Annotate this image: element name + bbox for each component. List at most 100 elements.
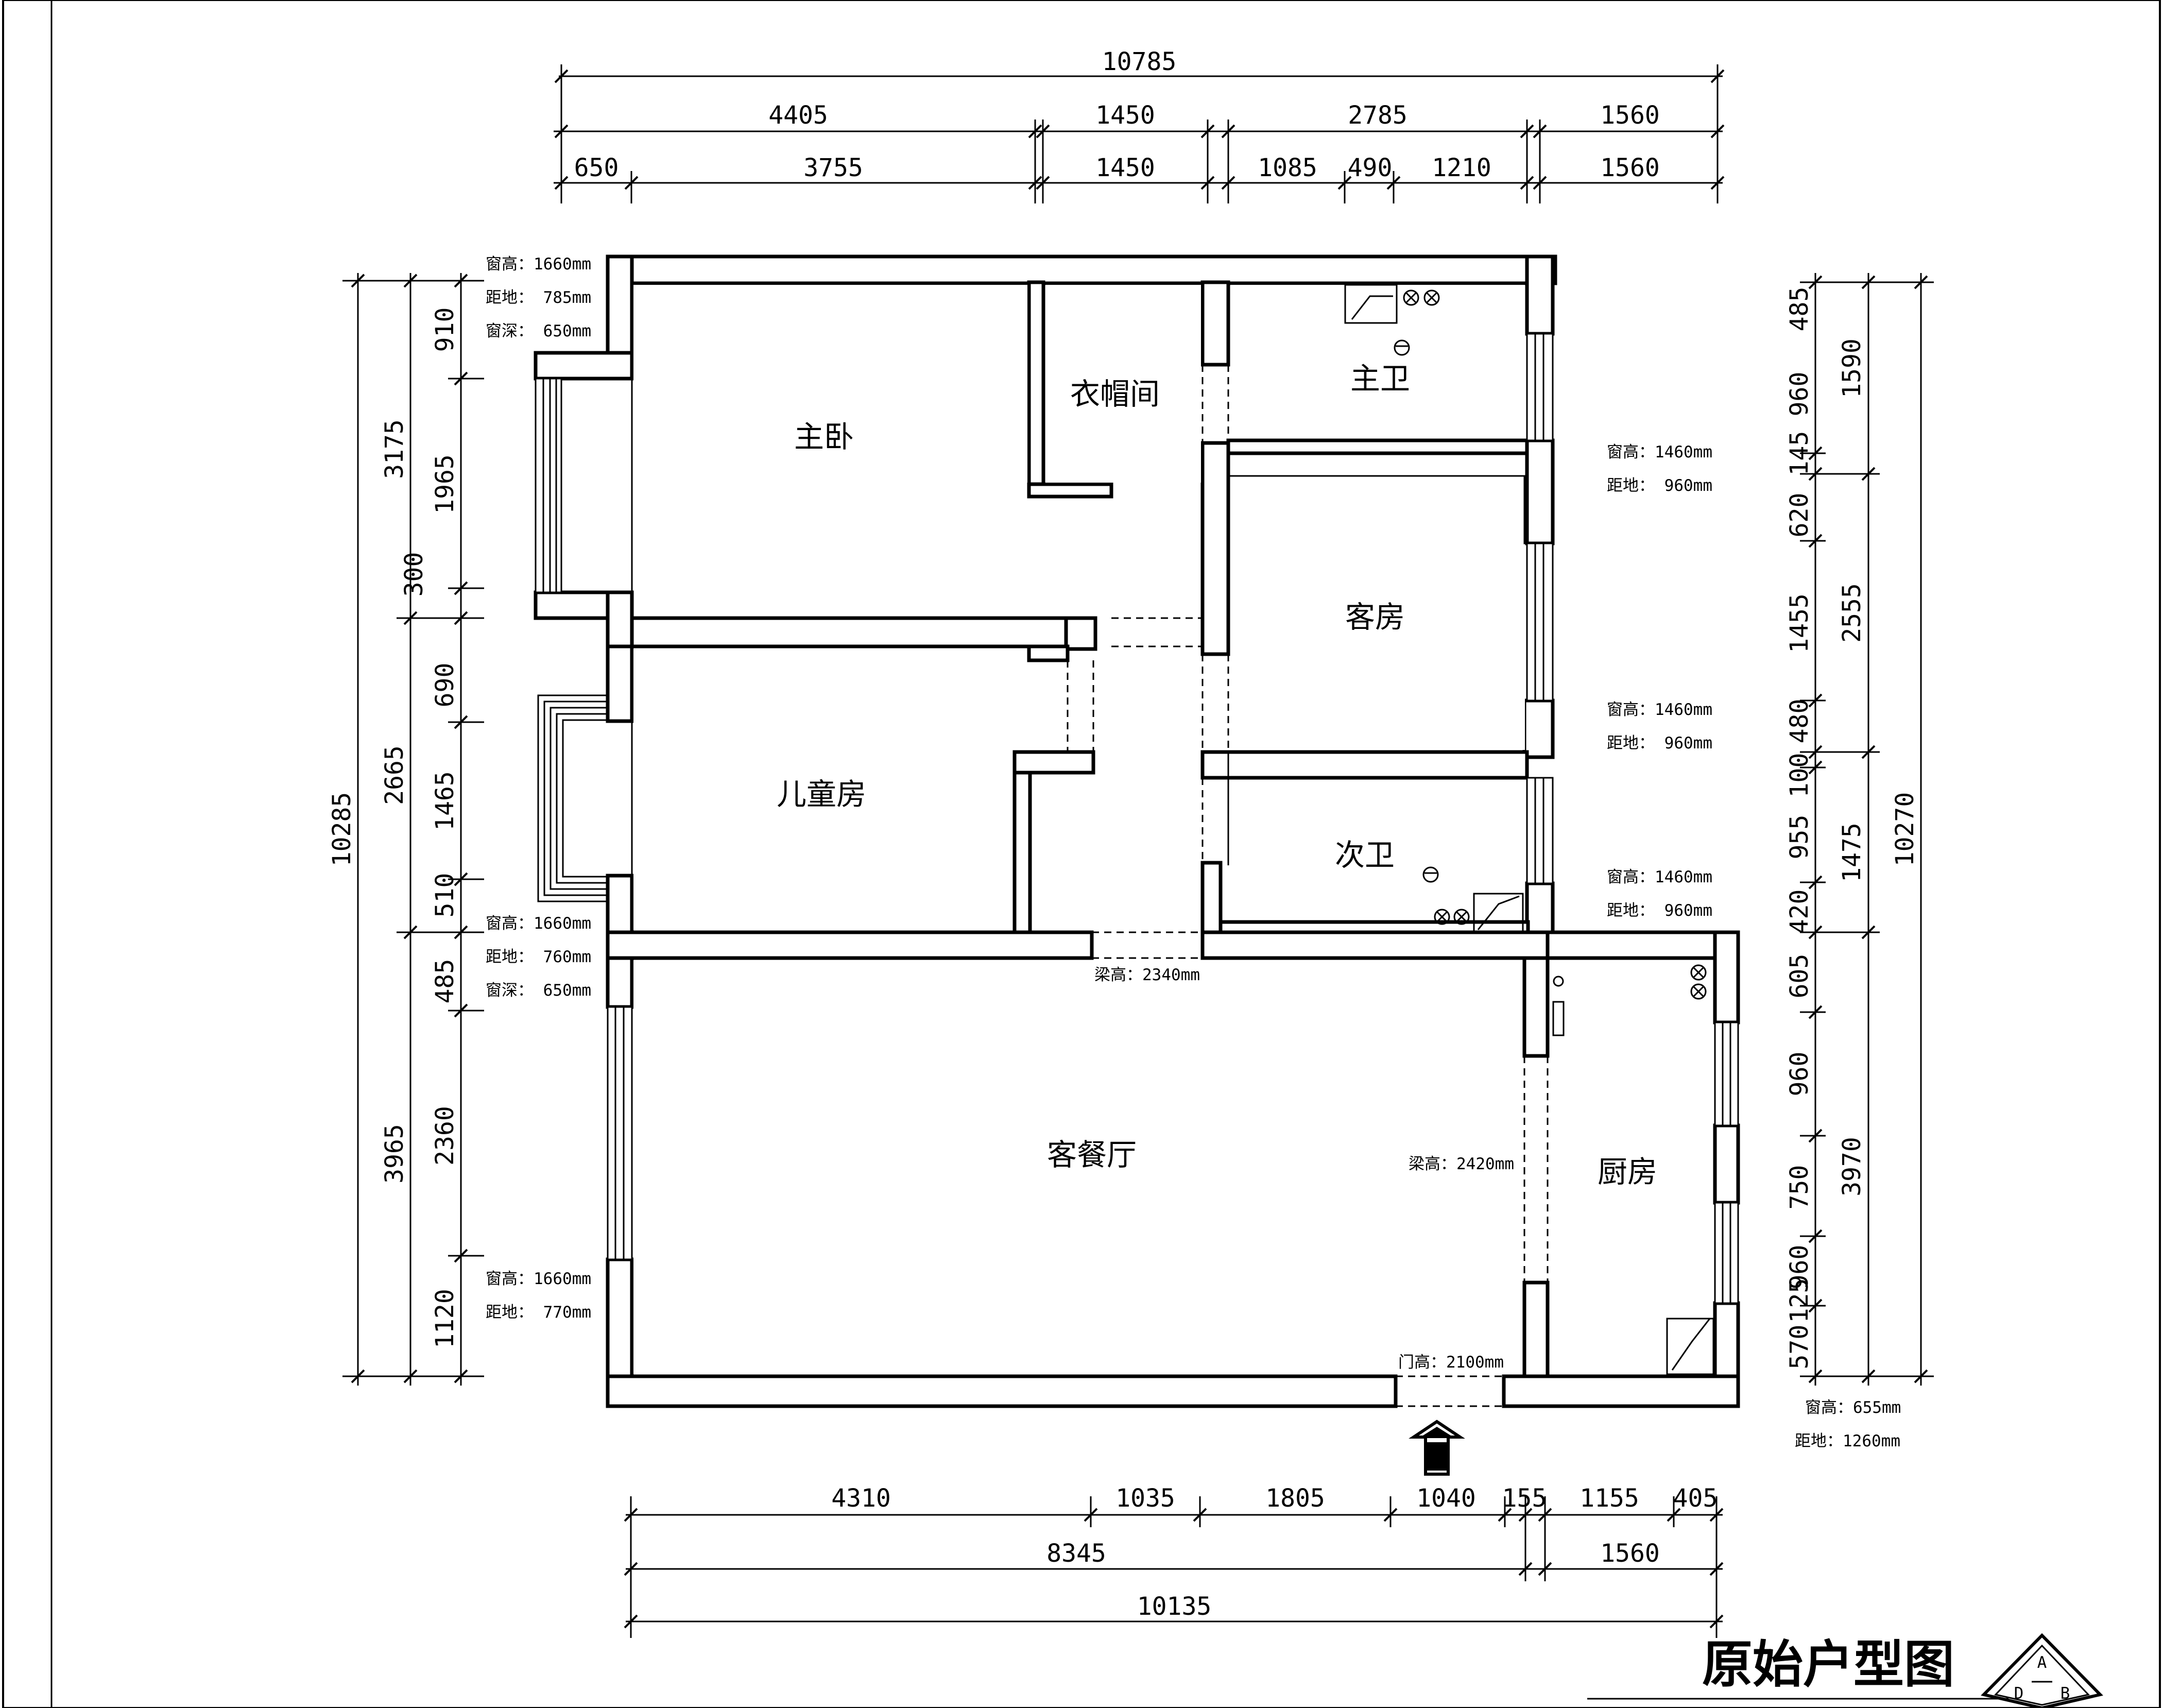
window-note-right-2: 窗高：1460mm 距地： 960mm	[1607, 701, 1712, 753]
drawing-title: 原始户型图	[1702, 1635, 1954, 1694]
dim-top-r2-4: 1560	[1600, 101, 1660, 130]
dim-bot-total: 10135	[1137, 1592, 1212, 1621]
dim-left-total: 10285	[328, 792, 356, 867]
window-note-kitchen: 窗高：655mm 距地：1260mm	[1795, 1398, 1901, 1450]
dim-left-mid-3: 3965	[380, 1124, 409, 1184]
svg-text:B: B	[2061, 1684, 2070, 1703]
dim-right-in-3: 145	[1785, 431, 1814, 476]
dim-top-total: 10785	[1102, 47, 1177, 76]
door-openings	[1067, 365, 1549, 1407]
dim-right-mid-2: 2555	[1838, 583, 1866, 643]
svg-text:距地： 960mm: 距地： 960mm	[1607, 901, 1712, 920]
dim-right-in-4: 620	[1785, 493, 1814, 538]
door-height-note: 门高：2100mm	[1398, 1353, 1504, 1372]
dim-bot-r1-2: 1035	[1115, 1484, 1175, 1513]
svg-text:窗深： 650mm: 窗深： 650mm	[486, 981, 591, 1000]
dim-left-in-7: 485	[431, 959, 459, 1004]
dim-left-in-6: 510	[431, 873, 459, 918]
dim-left-in-5: 1465	[431, 771, 459, 831]
drain-icon-3	[1690, 964, 1707, 1000]
svg-text:距地： 960mm: 距地： 960mm	[1607, 476, 1712, 495]
top-dimension-lines	[554, 64, 1725, 203]
dim-right-in-15: 570	[1785, 1325, 1814, 1370]
svg-text:窗高：1460mm: 窗高：1460mm	[1607, 443, 1712, 462]
dim-top-r2-1: 4405	[768, 101, 828, 130]
dim-left-in-8: 2360	[431, 1106, 459, 1166]
dim-top-r3-7: 1560	[1600, 153, 1660, 182]
dim-top-r3-3: 1450	[1095, 153, 1155, 182]
dim-top-r3-4: 1085	[1258, 153, 1317, 182]
dim-top-r3-2: 3755	[803, 153, 863, 182]
svg-text:距地： 770mm: 距地： 770mm	[486, 1303, 591, 1322]
dim-right-mid-1: 1590	[1838, 338, 1866, 398]
dim-right-in-8: 955	[1785, 815, 1814, 860]
drain-icon-2	[1434, 909, 1470, 925]
dim-bot-r2-2: 1560	[1600, 1539, 1660, 1568]
room-master-bath: 主卫	[1350, 361, 1410, 396]
dim-right-in-10: 605	[1785, 954, 1814, 999]
windows	[535, 333, 1739, 1304]
room-guest: 客房	[1345, 600, 1405, 635]
bottom-dimension-lines	[624, 1496, 1724, 1638]
dim-top-r3-1: 650	[574, 153, 619, 182]
room-master-bedroom: 主卧	[794, 419, 854, 454]
dim-left-mid-2: 2665	[380, 745, 409, 805]
dim-right-in-13: 960	[1785, 1245, 1814, 1290]
svg-text:D: D	[2014, 1684, 2024, 1703]
drain-icon	[1403, 289, 1440, 306]
svg-text:窗高：1460mm: 窗高：1460mm	[1607, 701, 1712, 719]
left-dimension-lines	[342, 273, 484, 1386]
svg-text:窗高：1460mm: 窗高：1460mm	[1607, 868, 1712, 886]
room-kitchen: 厨房	[1598, 1154, 1657, 1189]
dim-bot-r2-1: 8345	[1046, 1539, 1106, 1568]
dim-bot-r1-4: 1040	[1416, 1484, 1476, 1513]
svg-text:距地：1260mm: 距地：1260mm	[1795, 1432, 1900, 1450]
dim-top-r3-6: 1210	[1432, 153, 1491, 182]
window-note-left-2: 窗高：1660mm 距地： 760mm 窗深： 650mm	[486, 914, 591, 1000]
dim-left-in-9: 1120	[431, 1289, 459, 1348]
room-kids: 儿童房	[777, 777, 866, 812]
dim-bot-r1-7: 405	[1673, 1484, 1718, 1513]
right-dimension-lines	[1800, 273, 1934, 1386]
dim-left-mid-1: 3175	[380, 419, 409, 479]
room-second-bath: 次卫	[1335, 838, 1395, 873]
compass-icon: A B D	[1981, 1633, 2103, 1708]
dim-top-r2-2: 1450	[1095, 101, 1155, 130]
window-note-right-1: 窗高：1460mm 距地： 960mm	[1607, 443, 1712, 495]
dim-right-in-14: 125	[1785, 1278, 1814, 1323]
beam-note-1: 梁高：2340mm	[1094, 966, 1200, 984]
svg-text:距地： 760mm: 距地： 760mm	[486, 948, 591, 966]
dim-right-in-9: 420	[1785, 890, 1814, 934]
dim-top-r2-3: 2785	[1348, 101, 1407, 130]
dim-left-in-4: 690	[431, 663, 459, 708]
svg-text:窗高：655mm: 窗高：655mm	[1805, 1398, 1901, 1417]
dim-left-in-2: 1965	[431, 454, 459, 514]
dim-right-in-11: 960	[1785, 1052, 1814, 1097]
fixtures	[1344, 284, 1714, 1476]
dim-right-in-2: 960	[1785, 372, 1814, 417]
dim-bot-r1-6: 1155	[1580, 1484, 1639, 1513]
dim-left-in-3: 300	[400, 552, 428, 597]
dim-bot-r1-3: 1805	[1265, 1484, 1325, 1513]
dim-bot-r1-5: 155	[1502, 1484, 1547, 1513]
svg-text:窗高：1660mm: 窗高：1660mm	[486, 1270, 591, 1288]
window-note-left-1: 窗高：1660mm 距地： 785mm 窗深： 650mm	[486, 255, 591, 340]
dim-right-total: 10270	[1891, 792, 1919, 867]
svg-text:窗高：1660mm: 窗高：1660mm	[486, 255, 591, 274]
room-living-dining: 客餐厅	[1047, 1137, 1137, 1172]
svg-text:距地： 960mm: 距地： 960mm	[1607, 734, 1712, 753]
dim-right-in-6: 480	[1785, 699, 1814, 744]
room-closet: 衣帽间	[1070, 377, 1160, 412]
svg-text:窗高：1660mm: 窗高：1660mm	[486, 914, 591, 933]
dim-right-in-5: 1455	[1785, 593, 1814, 653]
svg-text:距地： 785mm: 距地： 785mm	[486, 288, 591, 307]
dim-right-in-12: 750	[1785, 1165, 1814, 1210]
dim-left-in-1: 910	[431, 308, 459, 352]
svg-text:窗深： 650mm: 窗深： 650mm	[486, 322, 591, 340]
dim-right-mid-4: 3970	[1838, 1137, 1866, 1197]
svg-text:A: A	[2037, 1653, 2047, 1672]
window-note-left-3: 窗高：1660mm 距地： 770mm	[486, 1270, 591, 1322]
window-note-right-3: 窗高：1460mm 距地： 960mm	[1607, 868, 1712, 920]
